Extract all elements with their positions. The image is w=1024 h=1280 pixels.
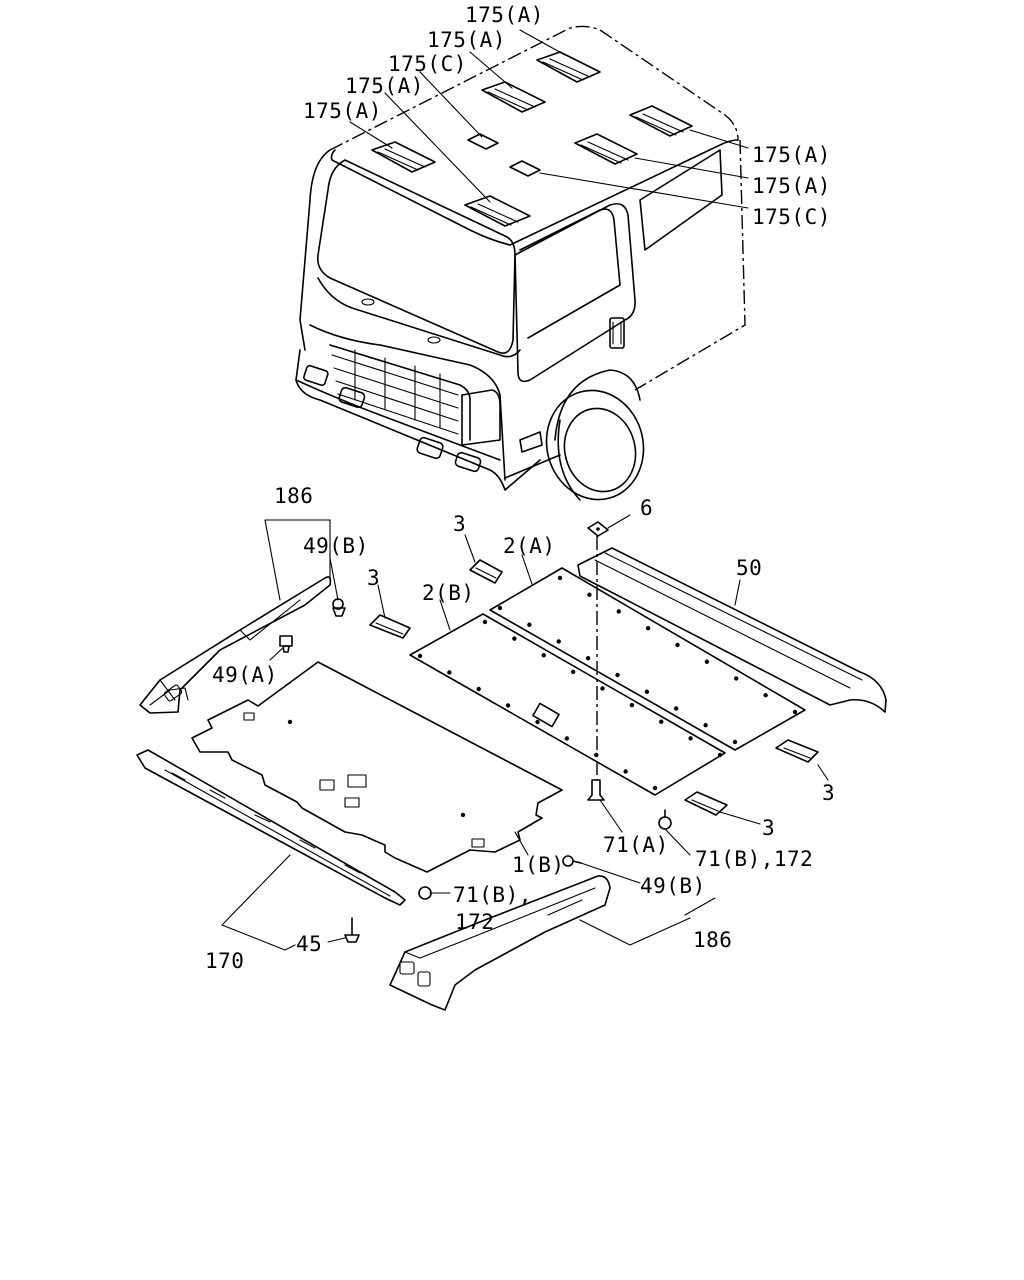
callout-175c-1: 175(C) <box>388 52 467 76</box>
mounting-hole <box>512 636 517 641</box>
mounting-hole <box>527 622 532 627</box>
fastener-71b-172-right <box>658 809 672 830</box>
roof-pad-175a-5 <box>629 105 693 137</box>
callout-175c-r: 175(C) <box>752 205 831 229</box>
callout-172-left: 172 <box>455 910 494 934</box>
roof-pad-175c-2 <box>509 160 541 177</box>
panel-2a <box>489 567 806 751</box>
callout-49a: 49(A) <box>212 663 278 687</box>
mounting-hole <box>557 575 563 581</box>
callout-175a-r1: 175(A) <box>752 143 831 167</box>
bracket-3-d <box>684 791 728 816</box>
mounting-hole <box>763 693 768 698</box>
mounting-hole <box>615 672 620 678</box>
fastener-71b-left <box>418 886 432 900</box>
bottom-leaders <box>221 514 829 951</box>
headliner-1b <box>191 661 563 873</box>
mounting-hole <box>535 719 540 725</box>
callout-175a-4: 175(A) <box>303 99 382 123</box>
clip-49a <box>279 635 293 653</box>
mounting-hole <box>629 702 635 708</box>
callout-3-c: 3 <box>822 781 835 805</box>
panel-2b <box>409 613 726 796</box>
callout-71b172-right: 71(B),172 <box>695 847 813 871</box>
mounting-hole <box>703 723 708 728</box>
roof-pad-175c-1 <box>467 133 499 150</box>
mounting-hole <box>644 689 650 694</box>
callout-6: 6 <box>640 496 653 520</box>
mounting-hole <box>594 752 599 758</box>
bracket-3-c <box>775 739 819 763</box>
mounting-hole <box>570 669 576 675</box>
callout-175a-top: 175(A) <box>465 3 544 27</box>
callout-186-left: 186 <box>274 484 313 508</box>
front-trim-170 <box>136 749 406 906</box>
mounting-hole <box>659 719 664 724</box>
roof-pad-175a-1 <box>371 141 436 173</box>
panel-holes <box>417 567 853 791</box>
callout-175a-r2: 175(A) <box>752 174 831 198</box>
mounting-hole <box>541 653 546 658</box>
roof-pad-175a-2 <box>464 195 531 227</box>
nut-6 <box>587 521 609 537</box>
callout-50: 50 <box>736 556 762 580</box>
roof-pad-175a-6 <box>574 133 638 165</box>
mounting-hole <box>688 736 693 741</box>
mounting-hole <box>600 686 605 691</box>
mounting-hole <box>645 626 651 631</box>
callout-175a-2: 175(A) <box>427 28 506 52</box>
callout-49b-right: 49(B) <box>640 874 706 898</box>
clip-49b-right <box>562 855 582 867</box>
mounting-hole <box>505 703 511 708</box>
mounting-hole <box>476 686 481 692</box>
callout-3-a: 3 <box>453 512 466 536</box>
callout-45: 45 <box>296 932 322 956</box>
roof-pad-175a-4 <box>536 51 601 83</box>
mounting-hole <box>732 739 738 745</box>
callout-175a-3: 175(A) <box>345 74 424 98</box>
mounting-hole <box>587 592 592 597</box>
mounting-hole <box>792 709 798 715</box>
mounting-hole <box>482 619 488 625</box>
mounting-hole <box>717 752 723 758</box>
callout-49b-left: 49(B) <box>303 534 369 558</box>
mounting-hole <box>734 676 739 681</box>
mounting-hole <box>585 656 591 661</box>
callout-71b-left: 71(B), <box>453 883 532 907</box>
callout-3-d: 3 <box>762 816 775 840</box>
top-leaders <box>349 29 749 209</box>
callout-186-right: 186 <box>693 928 732 952</box>
mounting-hole <box>417 653 423 659</box>
roof-pad-175a-3 <box>481 81 546 113</box>
callout-170: 170 <box>205 949 244 973</box>
truck-cab <box>295 25 746 501</box>
bracket-3-a <box>469 559 503 584</box>
rail-50 <box>577 547 887 713</box>
callout-2a: 2(A) <box>503 534 556 558</box>
fastener-71a <box>587 779 605 801</box>
mounting-hole <box>652 785 658 791</box>
callout-71a: 71(A) <box>603 833 669 857</box>
callout-3-b: 3 <box>367 566 380 590</box>
mounting-hole <box>675 642 680 648</box>
mounting-hole <box>704 659 710 664</box>
mounting-hole <box>564 736 570 741</box>
mounting-hole <box>623 769 628 774</box>
screw-45 <box>344 917 360 943</box>
bracket-3-b <box>369 614 411 639</box>
clip-49b-left <box>332 598 346 617</box>
mounting-hole <box>674 706 679 711</box>
mounting-hole <box>447 670 452 675</box>
mounting-hole <box>616 609 621 614</box>
callout-1b: 1(B) <box>512 853 565 877</box>
mounting-hole <box>556 639 561 644</box>
right-trim-186 <box>389 875 611 1011</box>
mounting-hole <box>497 605 503 611</box>
callout-2b: 2(B) <box>422 581 475 605</box>
